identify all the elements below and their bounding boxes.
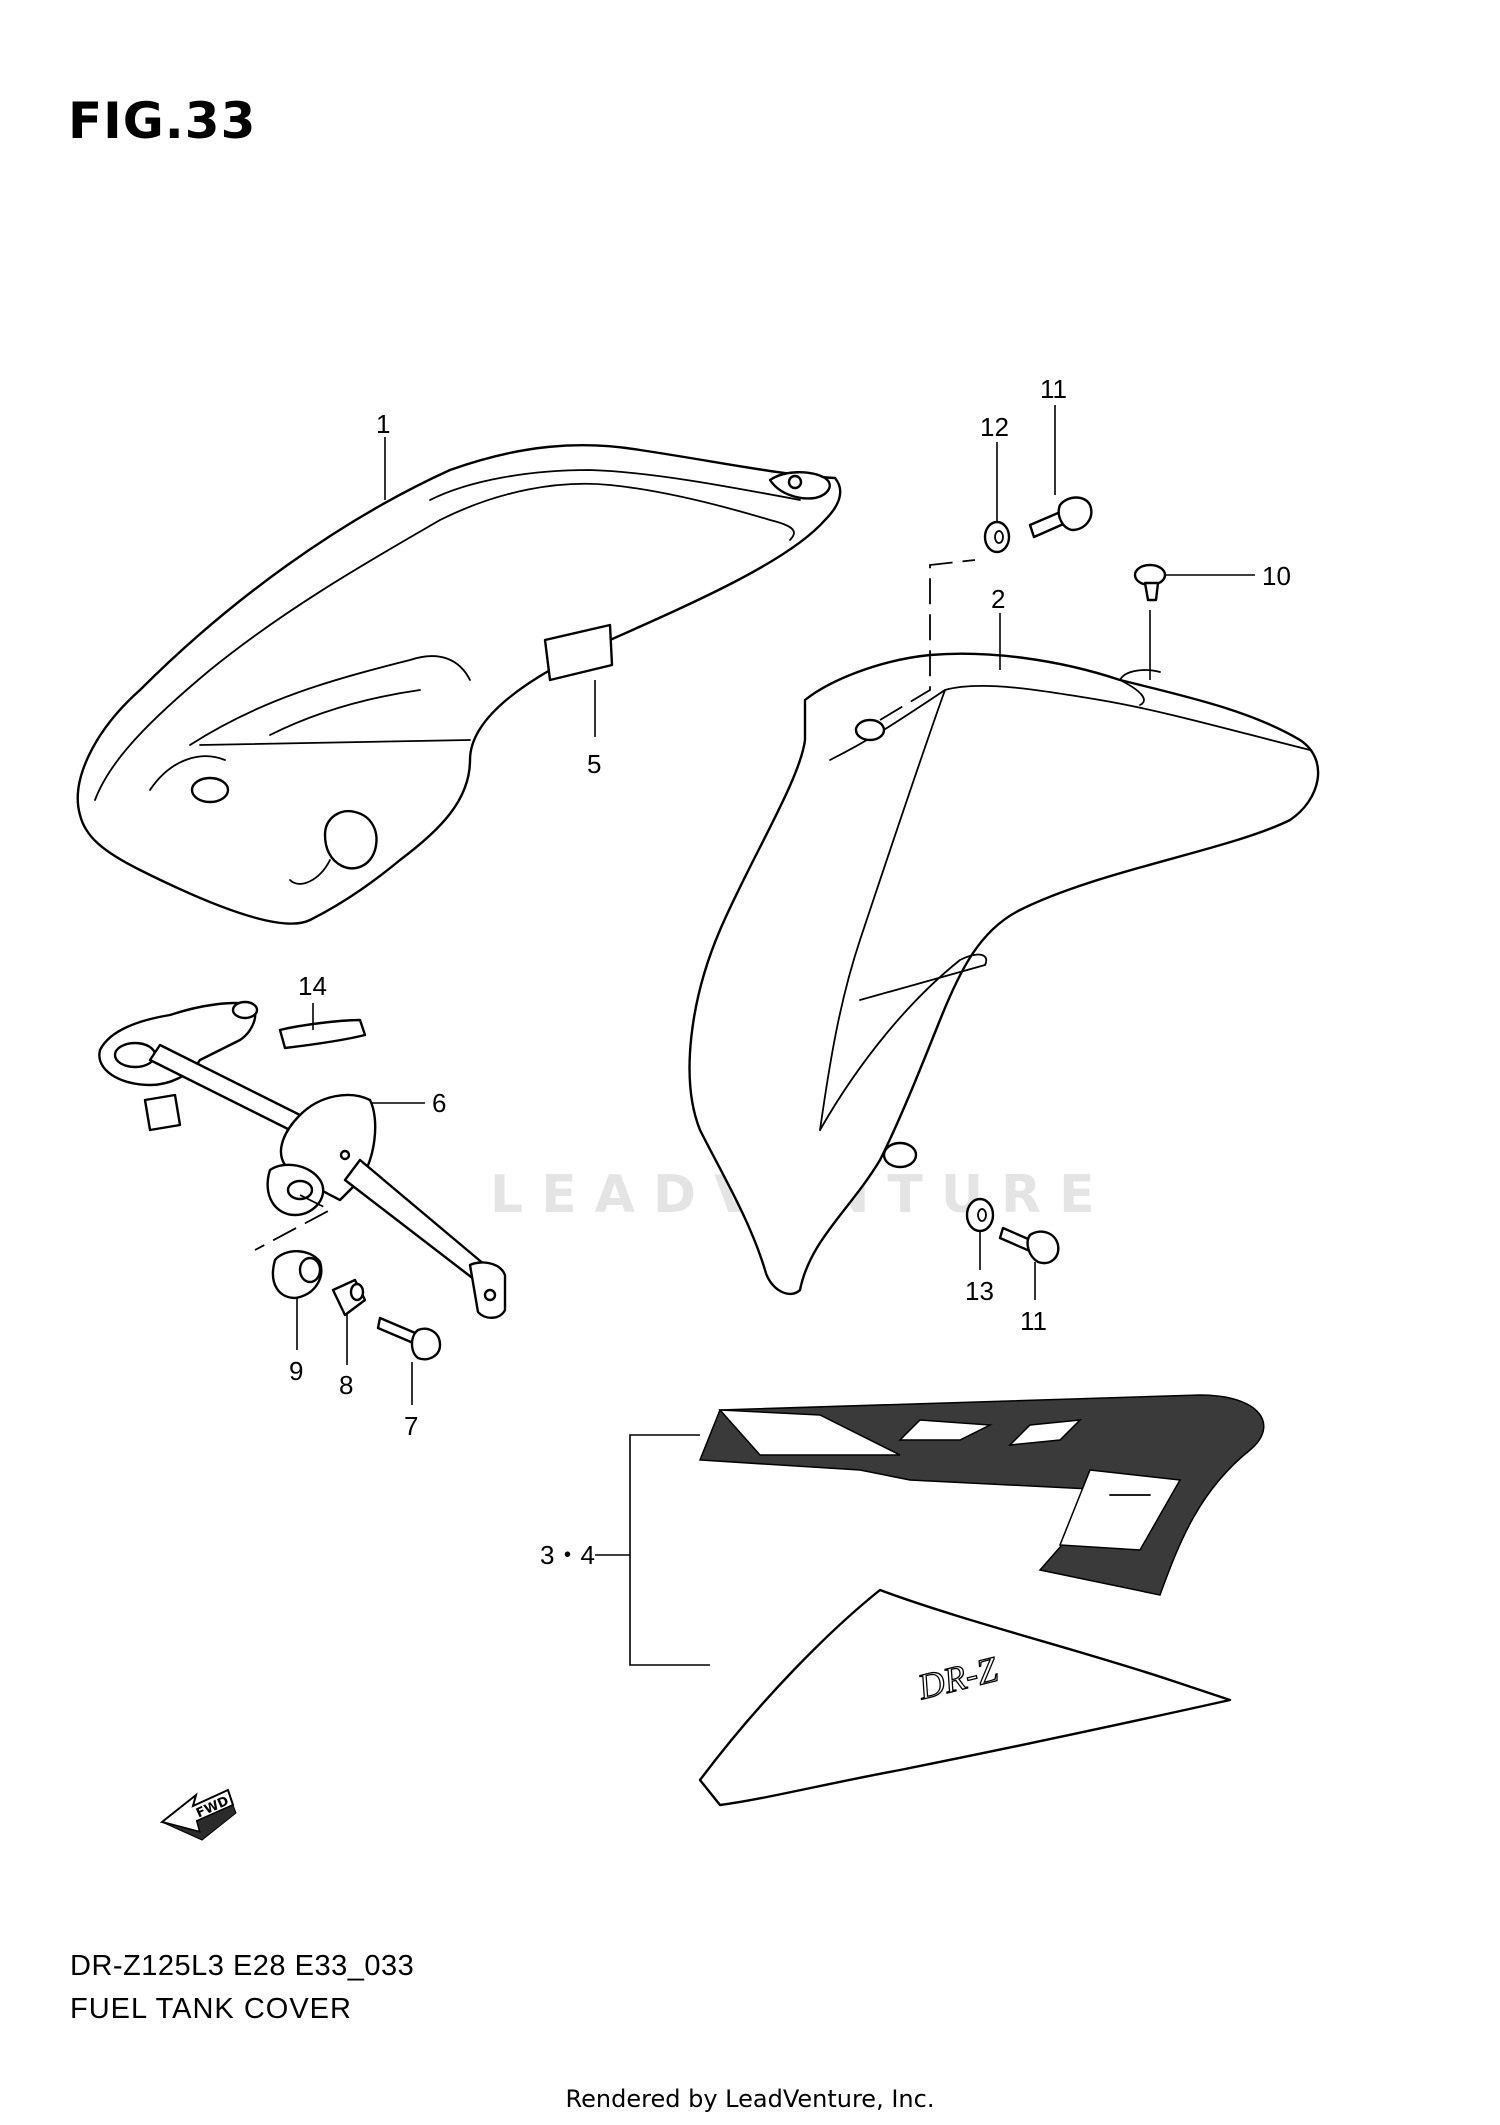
part-11-bolt-lower[interactable] <box>998 1226 1060 1265</box>
callout-5: 5 <box>587 749 601 779</box>
callout-7: 7 <box>404 1411 418 1441</box>
callout-2: 2 <box>991 584 1005 614</box>
figure-name: FUEL TANK COVER <box>70 1993 352 2025</box>
part-12-washer[interactable] <box>983 520 1011 554</box>
part-2-right-tank-cover[interactable] <box>688 652 1320 1296</box>
callout-14: 14 <box>298 971 327 1001</box>
part-6-bracket[interactable] <box>98 1000 507 1319</box>
callout-10: 10 <box>1262 561 1291 591</box>
part-8-collar[interactable] <box>331 1278 367 1317</box>
callout-3-4: 3・4 <box>540 1540 595 1570</box>
model-code: DR-Z125L3 E28 E33_033 <box>70 1950 415 1982</box>
part-13-washer[interactable] <box>965 1197 995 1233</box>
part-3-4-decal-set[interactable] <box>698 1394 1265 1807</box>
part-7-bolt[interactable] <box>376 1316 442 1361</box>
callout-6: 6 <box>432 1088 446 1118</box>
rendered-credit: Rendered by LeadVenture, Inc. <box>565 2085 935 2113</box>
callout-11-lower: 11 <box>1020 1306 1047 1336</box>
leader-3-4-bracket <box>629 1434 710 1666</box>
part-14-cushion-pad[interactable] <box>278 1018 367 1050</box>
leader-6-to-grommet <box>254 1194 332 1251</box>
part-10-clip[interactable] <box>1133 563 1167 602</box>
callout-11-upper: 11 <box>1040 374 1067 404</box>
figure-title: FIG.33 <box>68 92 257 150</box>
part-1-left-tank-cover[interactable] <box>76 444 842 925</box>
leader-2-to-bolt <box>879 559 976 721</box>
callout-12: 12 <box>980 412 1009 442</box>
part-9-grommet[interactable] <box>271 1250 323 1300</box>
callout-1: 1 <box>376 409 390 439</box>
callout-9: 9 <box>289 1356 303 1386</box>
part-11-bolt-upper[interactable] <box>1028 496 1093 539</box>
callout-13: 13 <box>965 1276 994 1306</box>
part-5-cushion-pad[interactable] <box>543 623 614 682</box>
callout-8: 8 <box>339 1370 353 1400</box>
fwd-direction-arrow: FWD <box>159 1788 237 1841</box>
